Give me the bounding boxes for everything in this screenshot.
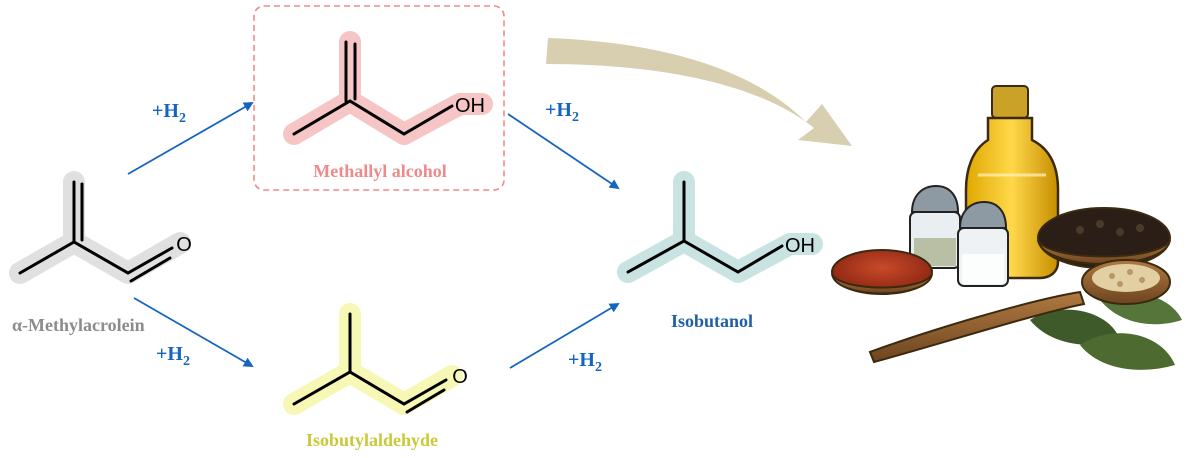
arrow-methylacrolein-to-methallyl [127,102,254,175]
arrow-methylacrolein-to-isobutylaldehyde [133,297,254,367]
molecule-methallyl-alcohol: OH Methallyl alcohol [253,5,505,191]
paprika-bowl-icon [831,249,933,295]
label-isobutylaldehyde: Isobutylaldehyde [306,430,438,450]
bonds-methallyl-alcohol [292,40,454,136]
atom-label-methallyl-alcohol: OH [455,95,485,117]
dashed-box-methallyl-alcohol [253,5,505,191]
reagent-labels: +H2 +H2 +H2 +H2 [152,99,602,375]
bonds-isobutanol [626,180,784,274]
bonds-methylacrolein [18,180,174,283]
wooden-spoon-icon [868,259,1171,364]
label-methallyl-alcohol: Methallyl alcohol [313,161,447,181]
big-curved-arrow [546,38,852,146]
spices-and-oil-illustration-icon [831,85,1182,370]
reagent-h2-bottom-left: +H2 [156,343,190,369]
label-isobutanol: Isobutanol [671,311,753,331]
reagent-h2-bottom-right: +H2 [568,349,602,375]
label-methylacrolein: α-Methylacrolein [12,315,145,335]
highlight-methallyl-alcohol [283,31,493,145]
molecule-isobutanol: OH Isobutanol [617,171,823,331]
atom-label-methylacrolein: O [176,234,192,256]
arrow-methallyl-to-isobutanol [507,113,620,190]
reagent-h2-top-left: +H2 [152,100,186,126]
molecule-isobutylaldehyde: O Isobutylaldehyde [283,303,468,450]
arrow-isobutylaldehyde-to-isobutanol [509,302,620,369]
reaction-arrows [127,102,620,369]
highlight-isobutanol [617,171,823,283]
atom-label-isobutanol: OH [785,235,815,257]
peppercorn-bowl-icon [1037,207,1171,269]
bonds-isobutylaldehyde [292,312,448,414]
reagent-h2-top-right: +H2 [545,99,579,125]
molecule-methylacrolein: O α-Methylacrolein [9,171,192,335]
atom-label-isobutylaldehyde: O [452,366,468,388]
